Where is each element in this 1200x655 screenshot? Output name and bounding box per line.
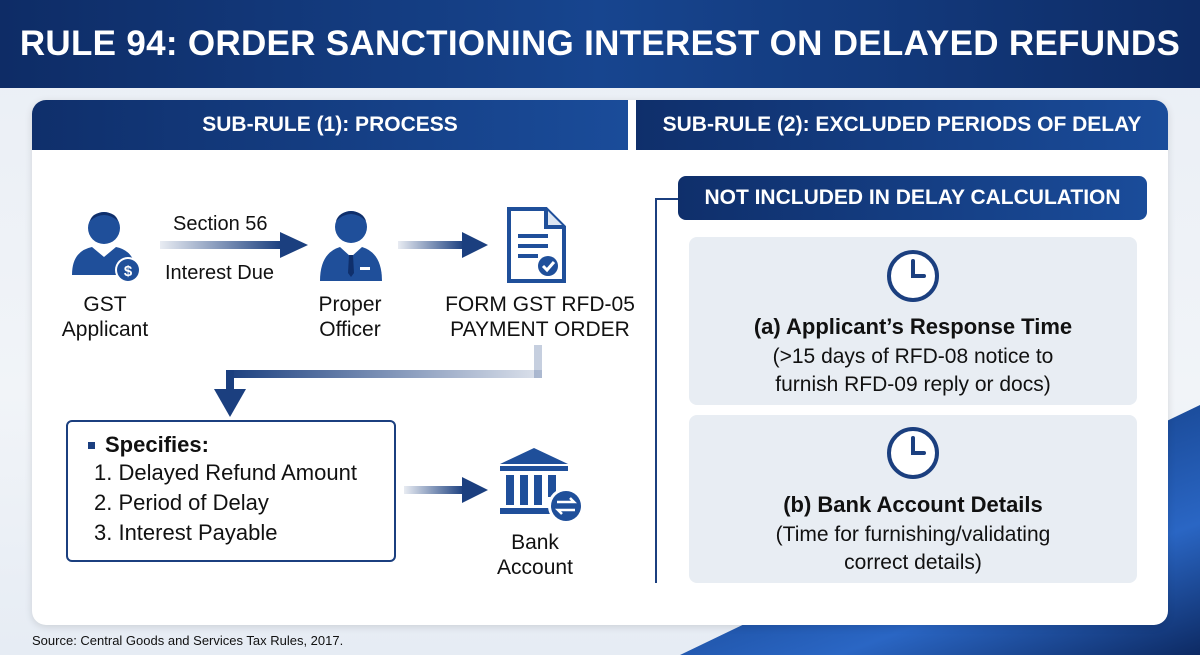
specifies-item: 3. Interest Payable bbox=[94, 520, 278, 545]
arrow-right-icon bbox=[160, 232, 308, 258]
exclusion-title: (b) Bank Account Details bbox=[783, 492, 1043, 517]
page-title: RULE 94: ORDER SANCTIONING INTEREST ON D… bbox=[19, 24, 1181, 63]
arrow-right-icon-2 bbox=[398, 232, 488, 258]
document-icon bbox=[507, 207, 566, 283]
specifies-item: 2. Period of Delay bbox=[94, 490, 269, 515]
officer-icon bbox=[320, 211, 382, 281]
clock-icon bbox=[887, 427, 939, 479]
interest-due-label: Interest Due bbox=[165, 262, 274, 284]
bracket-tick bbox=[655, 198, 679, 200]
officer-line1: Proper bbox=[318, 293, 382, 316]
section-56-label: Section 56 bbox=[173, 213, 268, 235]
exclusion-desc: (Time for furnishing/validating bbox=[775, 523, 1051, 546]
excluded-header: NOT INCLUDED IN DELAY CALCULATION bbox=[678, 176, 1147, 220]
proper-officer: Proper Officer bbox=[290, 292, 410, 342]
form-line2: PAYMENT ORDER bbox=[450, 318, 630, 341]
specifies-heading-text: Specifies: bbox=[105, 432, 209, 457]
bank-line1: Bank bbox=[511, 531, 559, 554]
bank-icon bbox=[500, 448, 584, 524]
applicant-icon: $ bbox=[72, 212, 141, 283]
exclusion-desc: (>15 days of RFD-08 notice to bbox=[772, 345, 1054, 368]
bank-account: Bank Account bbox=[480, 530, 590, 580]
elbow-arrow-icon bbox=[214, 345, 542, 417]
specifies-heading: Specifies: bbox=[88, 432, 394, 458]
clock-icon bbox=[887, 250, 939, 302]
specifies-item: 1. Delayed Refund Amount bbox=[94, 460, 357, 485]
title-banner: RULE 94: ORDER SANCTIONING INTEREST ON D… bbox=[0, 0, 1200, 88]
officer-line2: Officer bbox=[319, 318, 381, 341]
specifies-box: Specifies: 1. Delayed Refund Amount 2. P… bbox=[66, 420, 396, 562]
bank-line2: Account bbox=[497, 556, 573, 579]
exclusion-desc: furnish RFD-09 reply or docs) bbox=[775, 373, 1051, 396]
subrule2-header: SUB-RULE (2): EXCLUDED PERIODS OF DELAY bbox=[636, 100, 1168, 150]
applicant-line2: Applicant bbox=[61, 318, 149, 341]
exclusion-item-a: (a) Applicant’s Response Time (>15 days … bbox=[689, 237, 1137, 405]
form-line1: FORM GST RFD-05 bbox=[445, 293, 635, 316]
exclusion-title: (a) Applicant’s Response Time bbox=[753, 314, 1073, 339]
source-note: Source: Central Goods and Services Tax R… bbox=[32, 633, 344, 648]
bracket-line bbox=[655, 199, 657, 583]
subrule1-header: SUB-RULE (1): PROCESS bbox=[32, 100, 628, 150]
svg-text:$: $ bbox=[124, 263, 133, 280]
exclusion-item-b: (b) Bank Account Details (Time for furni… bbox=[689, 415, 1137, 583]
form-rfd05: FORM GST RFD-05 PAYMENT ORDER bbox=[430, 292, 650, 342]
applicant-line1: GST bbox=[83, 293, 127, 316]
gst-applicant: GST Applicant bbox=[40, 292, 170, 342]
arrow-right-icon-3 bbox=[404, 477, 488, 503]
bullet-square-icon bbox=[88, 441, 95, 449]
exclusion-desc: correct details) bbox=[844, 551, 982, 574]
